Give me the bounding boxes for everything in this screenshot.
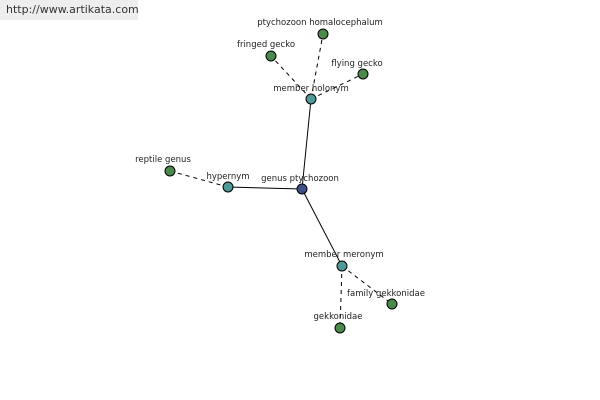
node-member-meronym[interactable] (336, 260, 348, 272)
label-flying-gecko[interactable]: flying gecko (331, 59, 382, 69)
edge-holonym-flying-gecko (310, 73, 364, 100)
node-ptychozoon-homalocephalum[interactable] (317, 28, 329, 40)
label-ptychozoon-homalocephalum[interactable]: ptychozoon homalocephalum (257, 18, 383, 28)
label-family-gekkonidae[interactable]: family gekkonidae (347, 289, 425, 299)
edge-center-holonym (301, 98, 312, 190)
edge-meronym-family-gekkonidae (341, 265, 393, 305)
node-reptile-genus[interactable] (164, 165, 176, 177)
edge-hypernym-reptile-genus (169, 170, 229, 188)
label-gekkonidae[interactable]: gekkonidae (314, 312, 363, 322)
label-member-meronym[interactable]: member meronym (304, 250, 383, 260)
edge-meronym-gekkonidae (339, 265, 343, 329)
node-member-holonym[interactable] (305, 93, 317, 105)
edge-holonym-fringed-gecko (270, 55, 312, 100)
node-fringed-gecko[interactable] (265, 50, 277, 62)
edge-holonym-ptychozoon-homalocephalum (310, 33, 324, 100)
label-member-holonym[interactable]: member holonym (273, 84, 348, 94)
node-hypernym[interactable] (222, 181, 234, 193)
label-genus-ptychozoon[interactable]: genus ptychozoon (261, 174, 339, 184)
label-hypernym[interactable]: hypernym (206, 172, 249, 182)
edge-center-meronym (301, 188, 343, 267)
label-reptile-genus[interactable]: reptile genus (135, 155, 191, 165)
node-gekkonidae[interactable] (334, 322, 346, 334)
node-flying-gecko[interactable] (357, 68, 369, 80)
site-watermark[interactable]: http://www.artikata.com (0, 0, 139, 20)
node-genus-ptychozoon[interactable] (296, 183, 308, 195)
edge-center-hypernym (227, 186, 303, 190)
node-family-gekkonidae[interactable] (386, 298, 398, 310)
label-fringed-gecko[interactable]: fringed gecko (237, 40, 295, 50)
